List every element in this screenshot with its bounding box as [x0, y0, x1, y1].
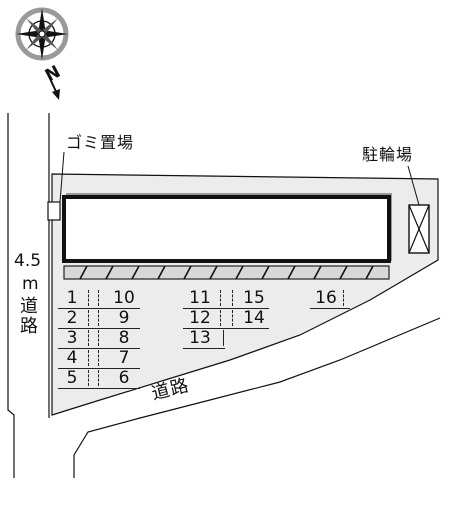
road-vertical-label: 道路	[17, 296, 38, 336]
parking-space-12: 12	[189, 308, 211, 328]
parking-row-line	[183, 328, 269, 329]
parking-divider	[98, 330, 99, 346]
parking-divider	[343, 290, 344, 306]
parking-space-3: 3	[66, 328, 78, 348]
parking-divider	[220, 310, 221, 326]
parking-space-2: 2	[66, 308, 78, 328]
parking-row-line	[183, 348, 225, 349]
parking-space-1: 1	[66, 288, 78, 308]
garbage-box	[47, 201, 61, 221]
parking-row-line	[58, 368, 140, 369]
parking-row-line	[58, 388, 140, 389]
balcony-strip	[63, 265, 390, 280]
parking-divider	[98, 290, 99, 306]
parking-divider	[88, 330, 89, 346]
parking-space-8: 8	[118, 328, 130, 348]
parking-divider	[223, 330, 224, 346]
compass-rose-icon	[15, 7, 69, 61]
parking-space-6: 6	[118, 368, 130, 388]
parking-row-line	[58, 328, 140, 329]
parking-space-9: 9	[118, 308, 130, 328]
bicycle-box-cross-b	[408, 204, 430, 254]
parking-row-line	[310, 308, 350, 309]
parking-divider	[98, 310, 99, 326]
road-edge-left-outer	[7, 113, 15, 478]
parking-space-15: 15	[243, 288, 265, 308]
parking-divider	[88, 350, 89, 366]
garbage-leader-line	[59, 151, 65, 203]
parking-row-line	[58, 308, 140, 309]
parking-space-14: 14	[243, 308, 265, 328]
parking-space-16: 16	[315, 288, 337, 308]
parking-space-11: 11	[189, 288, 211, 308]
parking-divider	[88, 370, 89, 386]
parking-space-4: 4	[66, 348, 78, 368]
parking-row-line	[58, 348, 140, 349]
building	[62, 195, 391, 263]
bicycle-leader-line	[407, 165, 420, 206]
parking-space-10: 10	[113, 288, 135, 308]
parking-space-13: 13	[189, 328, 211, 348]
garbage-area-label: ゴミ置場	[66, 133, 135, 152]
parking-divider	[88, 310, 89, 326]
parking-divider	[98, 350, 99, 366]
parking-divider	[232, 290, 233, 306]
parking-space-7: 7	[118, 348, 130, 368]
bicycle-parking-label: 駐輪場	[362, 145, 414, 164]
parking-divider	[98, 370, 99, 386]
parking-row-line	[183, 308, 269, 309]
north-arrow-icon	[46, 71, 60, 100]
parking-divider	[88, 290, 89, 306]
road-width-unit: m	[22, 274, 39, 294]
road-edge-bottom	[73, 317, 441, 478]
road-width-value: 4.5	[14, 251, 42, 271]
parking-divider	[220, 290, 221, 306]
parking-divider	[232, 310, 233, 326]
parking-space-5: 5	[66, 368, 78, 388]
